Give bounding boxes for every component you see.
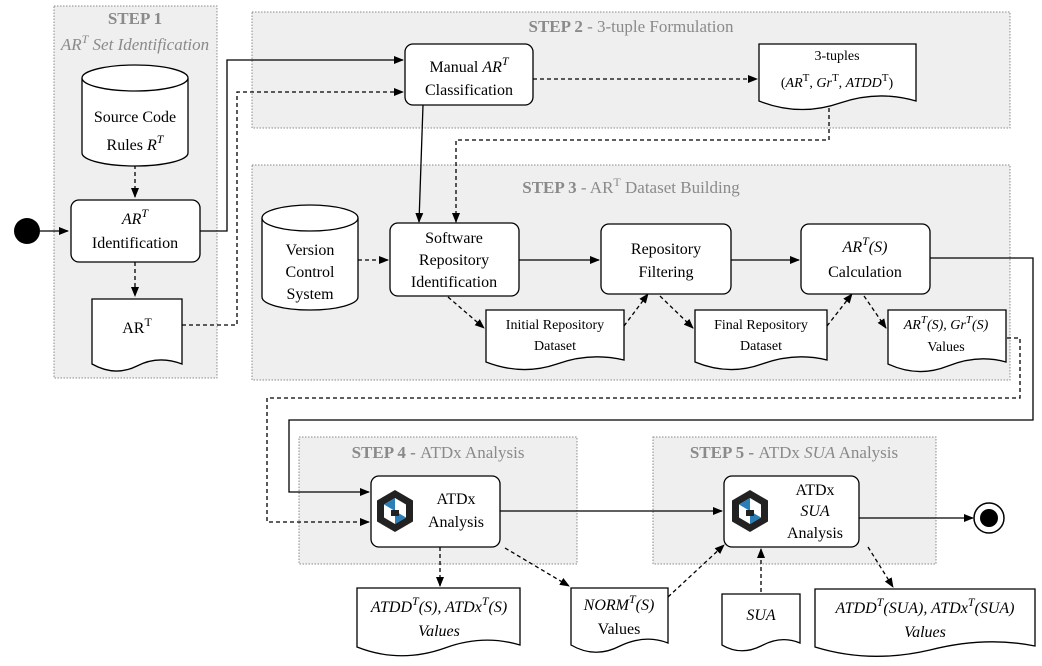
software-repository-node: Software Repository Identification <box>389 222 520 297</box>
flow-calc-to-atdx <box>288 257 1034 496</box>
flow-repo-to-initial <box>447 296 485 329</box>
vcs-line2: Control <box>286 264 335 281</box>
final-dataset-line1: Final Repository <box>714 318 808 333</box>
vcs-line1: Version <box>286 242 335 259</box>
manual-classification-node: Manual ART Classification <box>404 43 534 106</box>
ar-document: ART <box>91 298 183 372</box>
ars-calculation-label: Calculation <box>828 264 902 281</box>
manual-classification-title: Manual ART <box>429 54 509 76</box>
norm-values-title: NORMT(S) <box>583 592 655 614</box>
flow-ident-to-manual <box>200 56 404 232</box>
ars-calculation-node: ART(S) Calculation <box>800 223 931 295</box>
step3-title: STEP 3 - ART Dataset Building <box>522 175 740 197</box>
source-code-rules-line2: Rules RT <box>107 132 165 154</box>
tuples-document: 3-tuples (ART, GrT, ATDDT) <box>758 43 917 111</box>
sua-document: SUA <box>721 593 801 652</box>
tuples-formula: (ART, GrT, ATDDT) <box>781 72 894 91</box>
sua-values-label: Values <box>904 624 946 641</box>
repository-filtering-node: Repository Filtering <box>600 223 732 295</box>
connectors <box>40 56 1034 598</box>
tuples-title: 3-tuples <box>814 49 859 64</box>
norm-values-label: Values <box>598 621 641 638</box>
software-repo-line2: Repository <box>419 252 489 269</box>
step4-title: STEP 4 - ATDx Analysis <box>352 443 525 462</box>
flow-norm-to-sua <box>667 544 725 598</box>
vcs-line3: System <box>286 286 334 303</box>
atdx-analysis-node: ATDx Analysis <box>370 475 501 548</box>
final-dataset-document: Final Repository Dataset <box>694 309 828 371</box>
ar-identification-title: ART <box>121 206 150 228</box>
ars-values-document: ART(S), GrT(S) Values <box>887 309 1007 373</box>
atdx-logo-icon <box>377 490 413 532</box>
initial-dataset-line2: Dataset <box>534 339 576 354</box>
atdd-values-title: ATDDT(S), ATDxT(S) <box>370 594 507 616</box>
ar-identification-node: ART Identification <box>70 199 201 263</box>
atdx-sua-logo-icon <box>732 490 768 532</box>
atdd-values-label: Values <box>418 623 460 640</box>
sua-values-title: ATDDT(SUA), ATDxT(SUA) <box>835 595 1015 617</box>
ars-values-title: ART(S), GrT(S) <box>903 314 989 333</box>
source-code-rules-label: Source Code <box>94 109 176 126</box>
flow-filter-to-final <box>659 295 694 329</box>
sua-values-document: ATDDT(SUA), ATDxT(SUA) Values <box>814 588 1036 657</box>
atdx-analysis-line2: Analysis <box>428 514 484 531</box>
source-code-rules-store: Source Code Rules RT <box>81 64 189 167</box>
final-dataset-line2: Dataset <box>740 339 782 354</box>
initial-dataset-document: Initial Repository Dataset <box>485 309 625 371</box>
atdx-analysis-line1: ATDx <box>436 491 475 508</box>
atdd-values-document: ATDDT(S), ATDxT(S) Values <box>356 587 521 657</box>
step5-title: STEP 5 - ATDx SUA Analysis <box>690 443 898 462</box>
step2-title: STEP 2 - 3-tuple Formulation <box>529 17 734 36</box>
ar-identification-label: Identification <box>92 235 178 252</box>
repo-filtering-line1: Repository <box>631 241 701 258</box>
flow-analysis-to-sua-values <box>867 546 894 588</box>
sua-document-label: SUA <box>746 607 776 624</box>
software-repo-line3: Identification <box>411 274 497 291</box>
step1-title: STEP 1 <box>108 9 162 28</box>
atdx-sua-line2: SUA <box>800 503 830 520</box>
atdx-sua-line3: Analysis <box>787 525 843 542</box>
flow-manual-to-repo <box>415 104 424 223</box>
start-node <box>14 218 40 244</box>
norm-values-document: NORMT(S) Values <box>570 587 669 653</box>
ar-document-label: ART <box>122 315 152 337</box>
version-control-store: Version Control System <box>261 204 359 311</box>
software-repo-line1: Software <box>425 230 483 247</box>
end-node <box>973 502 1005 534</box>
ars-calculation-title: ART(S) <box>842 234 888 256</box>
step1-subtitle: ART Set Identification <box>60 32 209 54</box>
repo-filtering-line2: Filtering <box>638 264 693 281</box>
manual-classification-label: Classification <box>425 82 513 99</box>
initial-dataset-line1: Initial Repository <box>506 318 604 333</box>
ars-values-label: Values <box>927 340 964 355</box>
atdx-sua-line1: ATDx <box>795 482 834 499</box>
flow-doc-to-manual <box>182 88 404 326</box>
atdx-sua-analysis-node: ATDx SUA Analysis <box>723 475 860 548</box>
flow-values-to-atdx <box>266 337 1021 526</box>
flow-tuples-to-repo <box>452 108 830 223</box>
flow-atdx-to-norm <box>504 547 570 587</box>
